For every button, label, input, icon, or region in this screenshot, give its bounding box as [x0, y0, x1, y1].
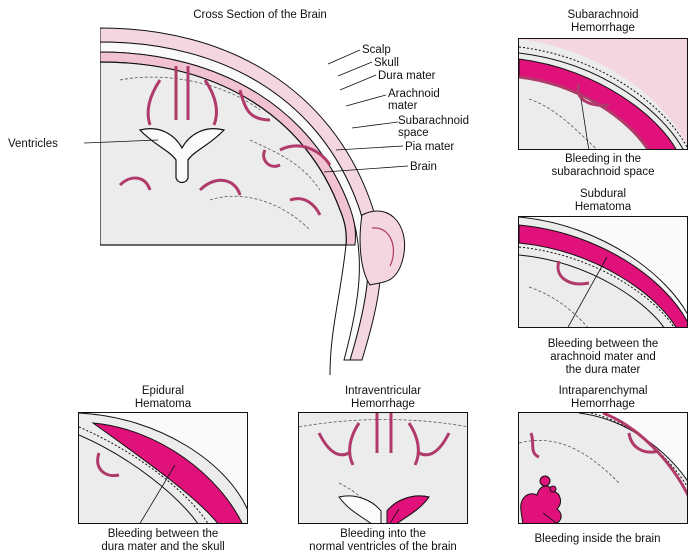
subarachnoid-caption: Bleeding in the subarachnoid space [518, 153, 688, 179]
main-title: Cross Section of the Brain [160, 9, 360, 22]
label-skull: Skull [374, 57, 399, 69]
intraventricular-caption-line1: Bleeding into the [268, 528, 498, 541]
epidural-title: Epidural Hematoma [78, 385, 248, 411]
label-arachnoid-line1: Arachnoid [388, 88, 440, 100]
intraparenchymal-illustration [519, 413, 688, 524]
epidural-caption-line1: Bleeding between the [78, 528, 248, 541]
subdural-caption-line2: arachnoid mater and [518, 351, 688, 364]
label-arachnoid-line2: mater [388, 100, 417, 112]
intraventricular-panel [298, 412, 468, 524]
epidural-title-line1: Epidural [78, 385, 248, 398]
subdural-caption-line3: the dura mater [518, 364, 688, 377]
subarachnoid-caption-line1: Bleeding in the [518, 153, 688, 166]
intraventricular-illustration [299, 413, 468, 524]
label-brain: Brain [410, 161, 437, 173]
label-subarachnoid-line1: Subarachnoid [398, 115, 469, 127]
epidural-caption-line2: dura mater and the skull [78, 541, 248, 554]
subdural-caption-line1: Bleeding between the [518, 338, 688, 351]
intraventricular-bleed [387, 496, 429, 524]
intraparenchymal-caption: Bleeding inside the brain [505, 533, 690, 546]
subarachnoid-panel [518, 38, 688, 150]
epidural-panel [78, 412, 248, 524]
epidural-illustration [79, 413, 248, 524]
subarachnoid-caption-line2: subarachnoid space [518, 166, 688, 179]
label-ventricles: Ventricles [8, 138, 58, 150]
intraparenchymal-title: Intraparenchymal Hemorrhage [518, 385, 688, 411]
subdural-title-line2: Hematoma [518, 201, 688, 214]
label-scalp: Scalp [362, 44, 391, 56]
intraparenchymal-bleed-spot-2 [550, 486, 556, 492]
intraventricular-caption: Bleeding into the normal ventricles of t… [268, 528, 498, 554]
epidural-title-line2: Hematoma [78, 398, 248, 411]
subdural-title-line1: Subdural [518, 188, 688, 201]
intraparenchymal-title-line2: Hemorrhage [518, 398, 688, 411]
subdural-caption: Bleeding between the arachnoid mater and… [518, 338, 688, 377]
subarachnoid-illustration [519, 39, 688, 150]
subarachnoid-title: Subarachnoid Hemorrhage [518, 9, 688, 35]
intraparenchymal-bleed-spot-1 [540, 476, 550, 486]
intraventricular-title: Intraventricular Hemorrhage [298, 385, 468, 411]
label-pia-mater: Pia mater [405, 141, 454, 153]
subdural-panel [518, 216, 688, 328]
label-dura-mater: Dura mater [378, 70, 436, 82]
intraventricular-caption-line2: normal ventricles of the brain [268, 541, 498, 554]
intraparenchymal-panel [518, 412, 688, 524]
epidural-caption: Bleeding between the dura mater and the … [78, 528, 248, 554]
intraventricular-title-line1: Intraventricular [298, 385, 468, 398]
brain-tissue [100, 62, 346, 245]
subdural-illustration [519, 217, 688, 328]
intraparenchymal-caption-line1: Bleeding inside the brain [505, 533, 690, 546]
subarachnoid-title-line1: Subarachnoid [518, 9, 688, 22]
subarachnoid-title-line2: Hemorrhage [518, 22, 688, 35]
intraventricular-title-line2: Hemorrhage [298, 398, 468, 411]
subdural-title: Subdural Hematoma [518, 188, 688, 214]
label-subarachnoid-line2: space [398, 127, 429, 139]
ear-shape [360, 211, 405, 285]
intraparenchymal-title-line1: Intraparenchymal [518, 385, 688, 398]
